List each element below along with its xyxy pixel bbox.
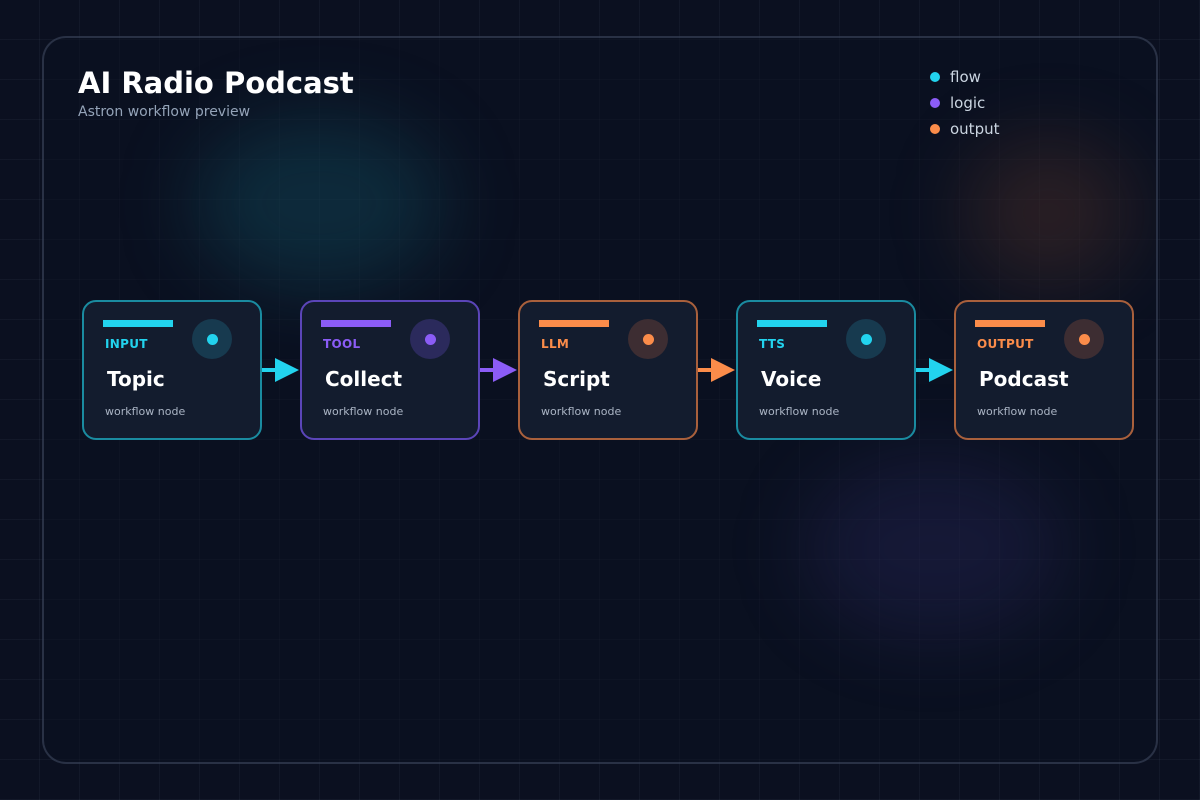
node-label: Voice bbox=[761, 367, 822, 391]
node-llm[interactable]: LLM Script workflow node bbox=[518, 300, 698, 440]
node-accent-bar bbox=[103, 320, 173, 327]
legend-dot-icon bbox=[930, 98, 940, 108]
status-dot-icon bbox=[861, 334, 872, 345]
status-dot-icon bbox=[425, 334, 436, 345]
legend-item-flow: flow bbox=[930, 64, 999, 90]
node-label: Podcast bbox=[979, 367, 1069, 391]
ambient-glow-purple bbox=[804, 458, 1064, 638]
legend: flow logic output bbox=[930, 64, 999, 142]
node-status-icon bbox=[410, 319, 450, 359]
node-description: workflow node bbox=[977, 405, 1058, 418]
node-tts[interactable]: TTS Voice workflow node bbox=[736, 300, 916, 440]
node-label: Script bbox=[543, 367, 610, 391]
node-accent-bar bbox=[975, 320, 1045, 327]
node-description: workflow node bbox=[759, 405, 840, 418]
legend-label: logic bbox=[950, 94, 986, 112]
legend-label: flow bbox=[950, 68, 981, 86]
node-status-icon bbox=[192, 319, 232, 359]
node-label: Topic bbox=[107, 367, 165, 391]
legend-label: output bbox=[950, 120, 1000, 138]
status-dot-icon bbox=[643, 334, 654, 345]
legend-dot-icon bbox=[930, 72, 940, 82]
node-kind: LLM bbox=[541, 337, 570, 351]
node-accent-bar bbox=[321, 320, 391, 327]
page-title: AI Radio Podcast bbox=[78, 66, 354, 100]
ambient-glow-orange bbox=[964, 138, 1134, 288]
node-kind: TTS bbox=[759, 337, 786, 351]
status-dot-icon bbox=[1079, 334, 1090, 345]
status-dot-icon bbox=[207, 334, 218, 345]
ambient-glow-teal bbox=[194, 118, 444, 288]
node-label: Collect bbox=[325, 367, 403, 391]
legend-item-output: output bbox=[930, 116, 999, 142]
node-status-icon bbox=[846, 319, 886, 359]
node-description: workflow node bbox=[105, 405, 186, 418]
node-accent-bar bbox=[539, 320, 609, 327]
node-kind: TOOL bbox=[323, 337, 361, 351]
node-status-icon bbox=[1064, 319, 1104, 359]
node-status-icon bbox=[628, 319, 668, 359]
page-subtitle: Astron workflow preview bbox=[78, 104, 251, 120]
node-output[interactable]: OUTPUT Podcast workflow node bbox=[954, 300, 1134, 440]
node-kind: OUTPUT bbox=[977, 337, 1034, 351]
node-description: workflow node bbox=[323, 405, 404, 418]
node-kind: INPUT bbox=[105, 337, 148, 351]
node-input[interactable]: INPUT Topic workflow node bbox=[82, 300, 262, 440]
node-tool[interactable]: TOOL Collect workflow node bbox=[300, 300, 480, 440]
legend-item-logic: logic bbox=[930, 90, 999, 116]
node-accent-bar bbox=[757, 320, 827, 327]
legend-dot-icon bbox=[930, 124, 940, 134]
node-description: workflow node bbox=[541, 405, 622, 418]
